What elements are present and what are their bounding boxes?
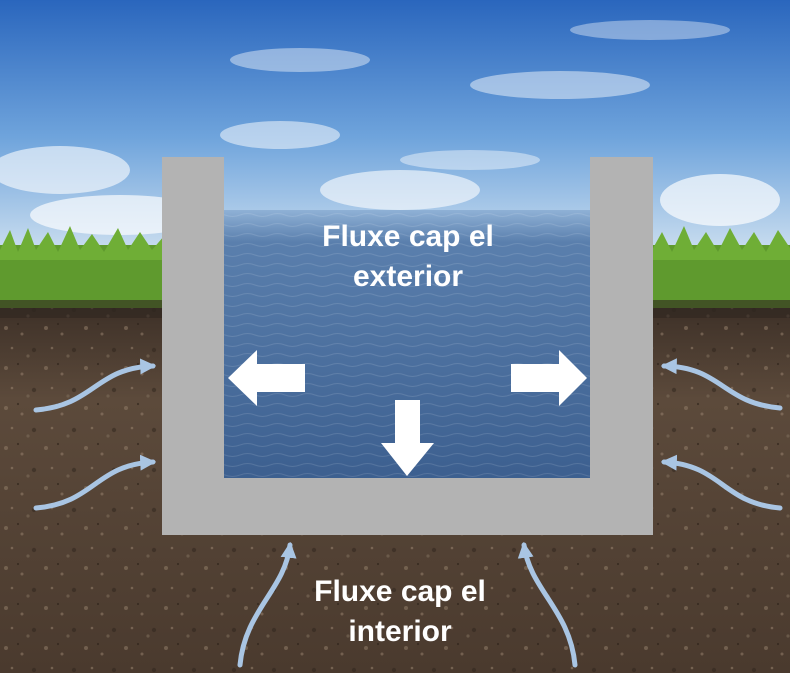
- curved-arrow-inward-icon: [33, 358, 783, 668]
- outward-flux-label-line-1: Fluxe cap el: [322, 220, 494, 253]
- arrow-right-inward-upper: [660, 358, 783, 411]
- outward-flux-label: Fluxe cap el exterior: [228, 217, 588, 297]
- arrow-bottom-inward-left: [237, 541, 297, 668]
- right-wall: [590, 157, 653, 535]
- container-walls: [162, 157, 653, 535]
- arrow-left-outward: [228, 350, 305, 406]
- arrow-down-outward: [381, 400, 434, 476]
- left-wall: [162, 157, 224, 535]
- arrow-left-inward-upper: [33, 358, 157, 413]
- outward-flux-label-line-2: exterior: [352, 260, 464, 293]
- inward-flux-label-line-2: interior: [348, 615, 452, 648]
- arrow-bottom-inward-right: [517, 541, 578, 668]
- arrow-outward-icon: [228, 350, 587, 476]
- arrow-right-inward-lower: [660, 454, 783, 511]
- arrow-left-inward-lower: [33, 454, 157, 511]
- bottom-wall: [162, 478, 653, 535]
- inward-flux-label-line-1: Fluxe cap el: [314, 575, 486, 608]
- arrow-right-outward: [511, 350, 587, 406]
- inward-flux-label: Fluxe cap el interior: [220, 572, 580, 652]
- clouds: [0, 20, 780, 235]
